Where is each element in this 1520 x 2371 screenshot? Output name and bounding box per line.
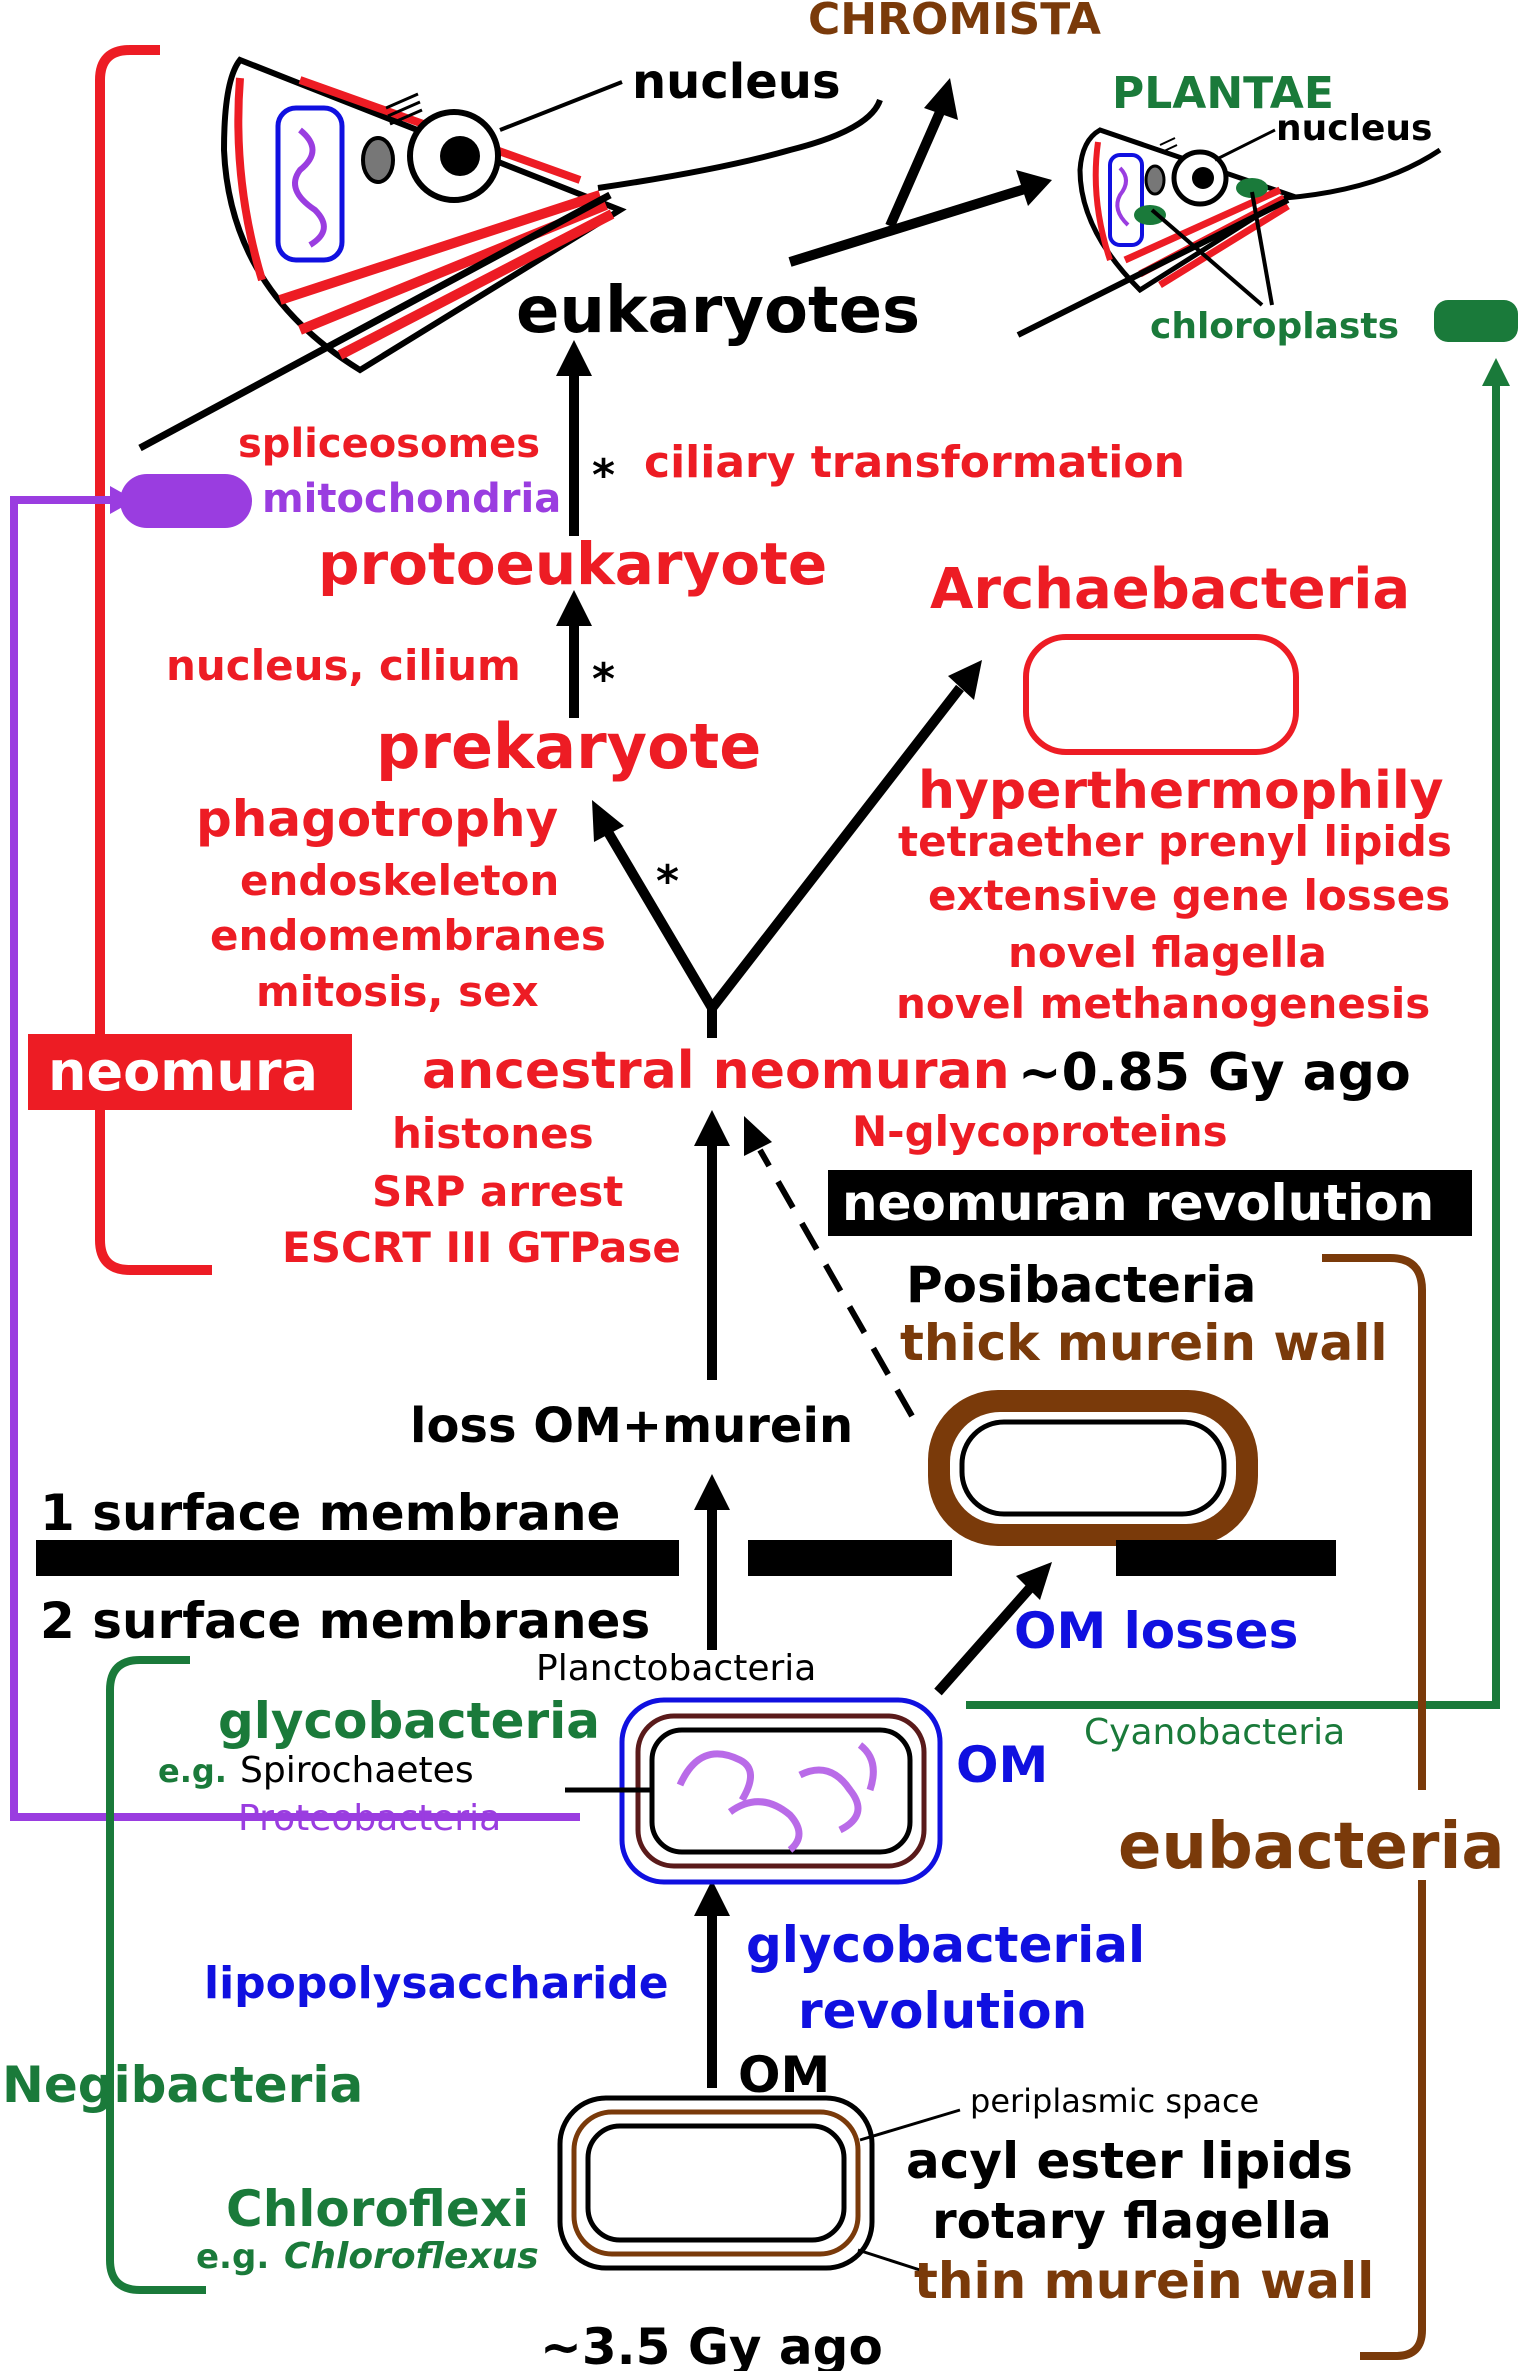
mitochondrion-symbol [120, 474, 252, 528]
neomuran-revolution-box [828, 1170, 1472, 1236]
chloroplast-origin-line [966, 380, 1500, 1709]
star-marker-1: * [592, 450, 615, 501]
eg-spirochaetes-prefix: e.g. [158, 1752, 227, 1790]
om-losses-label: OM losses [1014, 1602, 1298, 1660]
age-neomuran-label: ~0.85 Gy ago [1018, 1043, 1411, 1103]
neomura-label: neomura [48, 1040, 318, 1103]
archaebacteria-cell [1023, 634, 1299, 755]
endomembranes-label: endomembranes [210, 911, 606, 960]
protoeukaryote-label: protoeukaryote [318, 530, 827, 598]
arrow-to-prekaryote [603, 829, 717, 1011]
spliceosomes-label: spliceosomes [238, 421, 540, 467]
two-membranes-label: 2 surface membranes [40, 1592, 650, 1650]
glycobacteria-cell [565, 1697, 943, 1885]
one-membrane-label: 1 surface membrane [40, 1484, 620, 1542]
loss-om-label: loss OM+murein [410, 1398, 853, 1454]
gene-losses-label: extensive gene losses [928, 871, 1450, 920]
chloroplast-symbol [1434, 300, 1518, 342]
eg-chloroflexus-prefix: e.g. [196, 2237, 269, 2277]
srp-arrest-label: SRP arrest [372, 1167, 623, 1216]
negibacteria-label: Negibacteria [2, 2056, 363, 2114]
chloroplasts-label: chloroplasts [1150, 306, 1399, 347]
phagotrophy-label: phagotrophy [196, 790, 558, 848]
rotary-flagella-label: rotary flagella [932, 2192, 1332, 2250]
nucleus-label-left: nucleus [632, 54, 841, 110]
periplasmic-space-label: periplasmic space [970, 2082, 1259, 2120]
tetraether-label: tetraether prenyl lipids [898, 817, 1452, 866]
thin-murein-label: thin murein wall [914, 2252, 1374, 2310]
mitosis-sex-label: mitosis, sex [256, 967, 539, 1016]
acyl-ester-label: acyl ester lipids [906, 2132, 1353, 2190]
proteobacteria-label: Proteobacteria [238, 1798, 501, 1839]
neomuran-revolution-label: neomuran revolution [842, 1174, 1434, 1232]
histones-label: histones [392, 1109, 594, 1158]
archaebacteria-label: Archaebacteria [930, 557, 1410, 622]
arrow-to-archaebacteria [708, 684, 964, 1012]
thick-murein-label: thick murein wall [900, 1314, 1388, 1372]
arrow-om-losses [934, 1584, 1034, 1696]
posibacteria-cell [928, 1390, 1258, 1546]
om-label-lower: OM [738, 2046, 830, 2104]
membrane-divider-2 [748, 1540, 952, 1576]
nucleus-label-right: nucleus [1276, 108, 1432, 149]
neomura-label-box [28, 1034, 352, 1110]
neomura-bracket [95, 45, 212, 1275]
arrow-to-plantae [788, 183, 1030, 267]
glyco-revolution-label-2: revolution [798, 1982, 1087, 2040]
n-glycoproteins-label: N-glycoproteins [852, 1107, 1228, 1156]
nucleus-cilium-label: nucleus, cilium [166, 641, 521, 690]
spirochaetes-label: Spirochaetes [240, 1750, 474, 1791]
glycobacteria-label: glycobacteria [218, 1692, 600, 1750]
novel-flagella-label: novel flagella [1008, 928, 1327, 977]
eubacteria-bracket [1322, 1254, 1426, 1790]
lps-label: lipopolysaccharide [204, 1958, 669, 2009]
mitochondria-origin-line [10, 496, 580, 1821]
ancestral-neomuran-label: ancestral neomuran [422, 1041, 1010, 1101]
dashed-posibacteria-to-neomuran [757, 1148, 915, 1418]
arrow-to-chromista [885, 109, 945, 229]
chloroflexus-label: Chloroflexus [284, 2236, 539, 2277]
chromista-label: CHROMISTA [808, 0, 1101, 45]
eubacteria-bracket-lower [1360, 1880, 1426, 2360]
chloroflexi-cell [557, 2095, 961, 2272]
star-marker-3: * [656, 856, 679, 907]
cyanobacteria-label: Cyanobacteria [1084, 1712, 1345, 1753]
star-marker-2: * [592, 654, 615, 705]
membrane-divider-3 [1116, 1540, 1336, 1576]
negibacteria-bracket [106, 1656, 206, 2294]
eubacteria-label: eubacteria [1118, 1810, 1505, 1884]
eukaryotes-label: eukaryotes [516, 274, 920, 348]
eukaryote-cell [138, 56, 883, 452]
endoskeleton-label: endoskeleton [240, 856, 559, 905]
mitochondria-label: mitochondria [262, 476, 561, 522]
plantae-label: PLANTAE [1112, 68, 1334, 119]
escrt-label: ESCRT III GTPase [282, 1223, 681, 1272]
hyperthermophily-label: hyperthermophily [918, 761, 1444, 821]
chloroflexi-label: Chloroflexi [226, 2180, 529, 2238]
om-label-glyco: OM [956, 1736, 1048, 1794]
chloroplast-arrowhead [1482, 358, 1510, 386]
planctobacteria-label: Planctobacteria [536, 1648, 816, 1689]
membrane-divider-1 [36, 1540, 679, 1576]
age-bottom-label: ~3.5 Gy ago [540, 2318, 883, 2371]
prekaryote-label: prekaryote [376, 710, 761, 783]
plant-cell [1016, 127, 1442, 338]
ciliary-transformation-label: ciliary transformation [644, 437, 1185, 488]
glyco-revolution-label-1: glycobacterial [746, 1916, 1145, 1974]
posibacteria-label: Posibacteria [906, 1256, 1256, 1314]
methanogenesis-label: novel methanogenesis [896, 979, 1430, 1028]
